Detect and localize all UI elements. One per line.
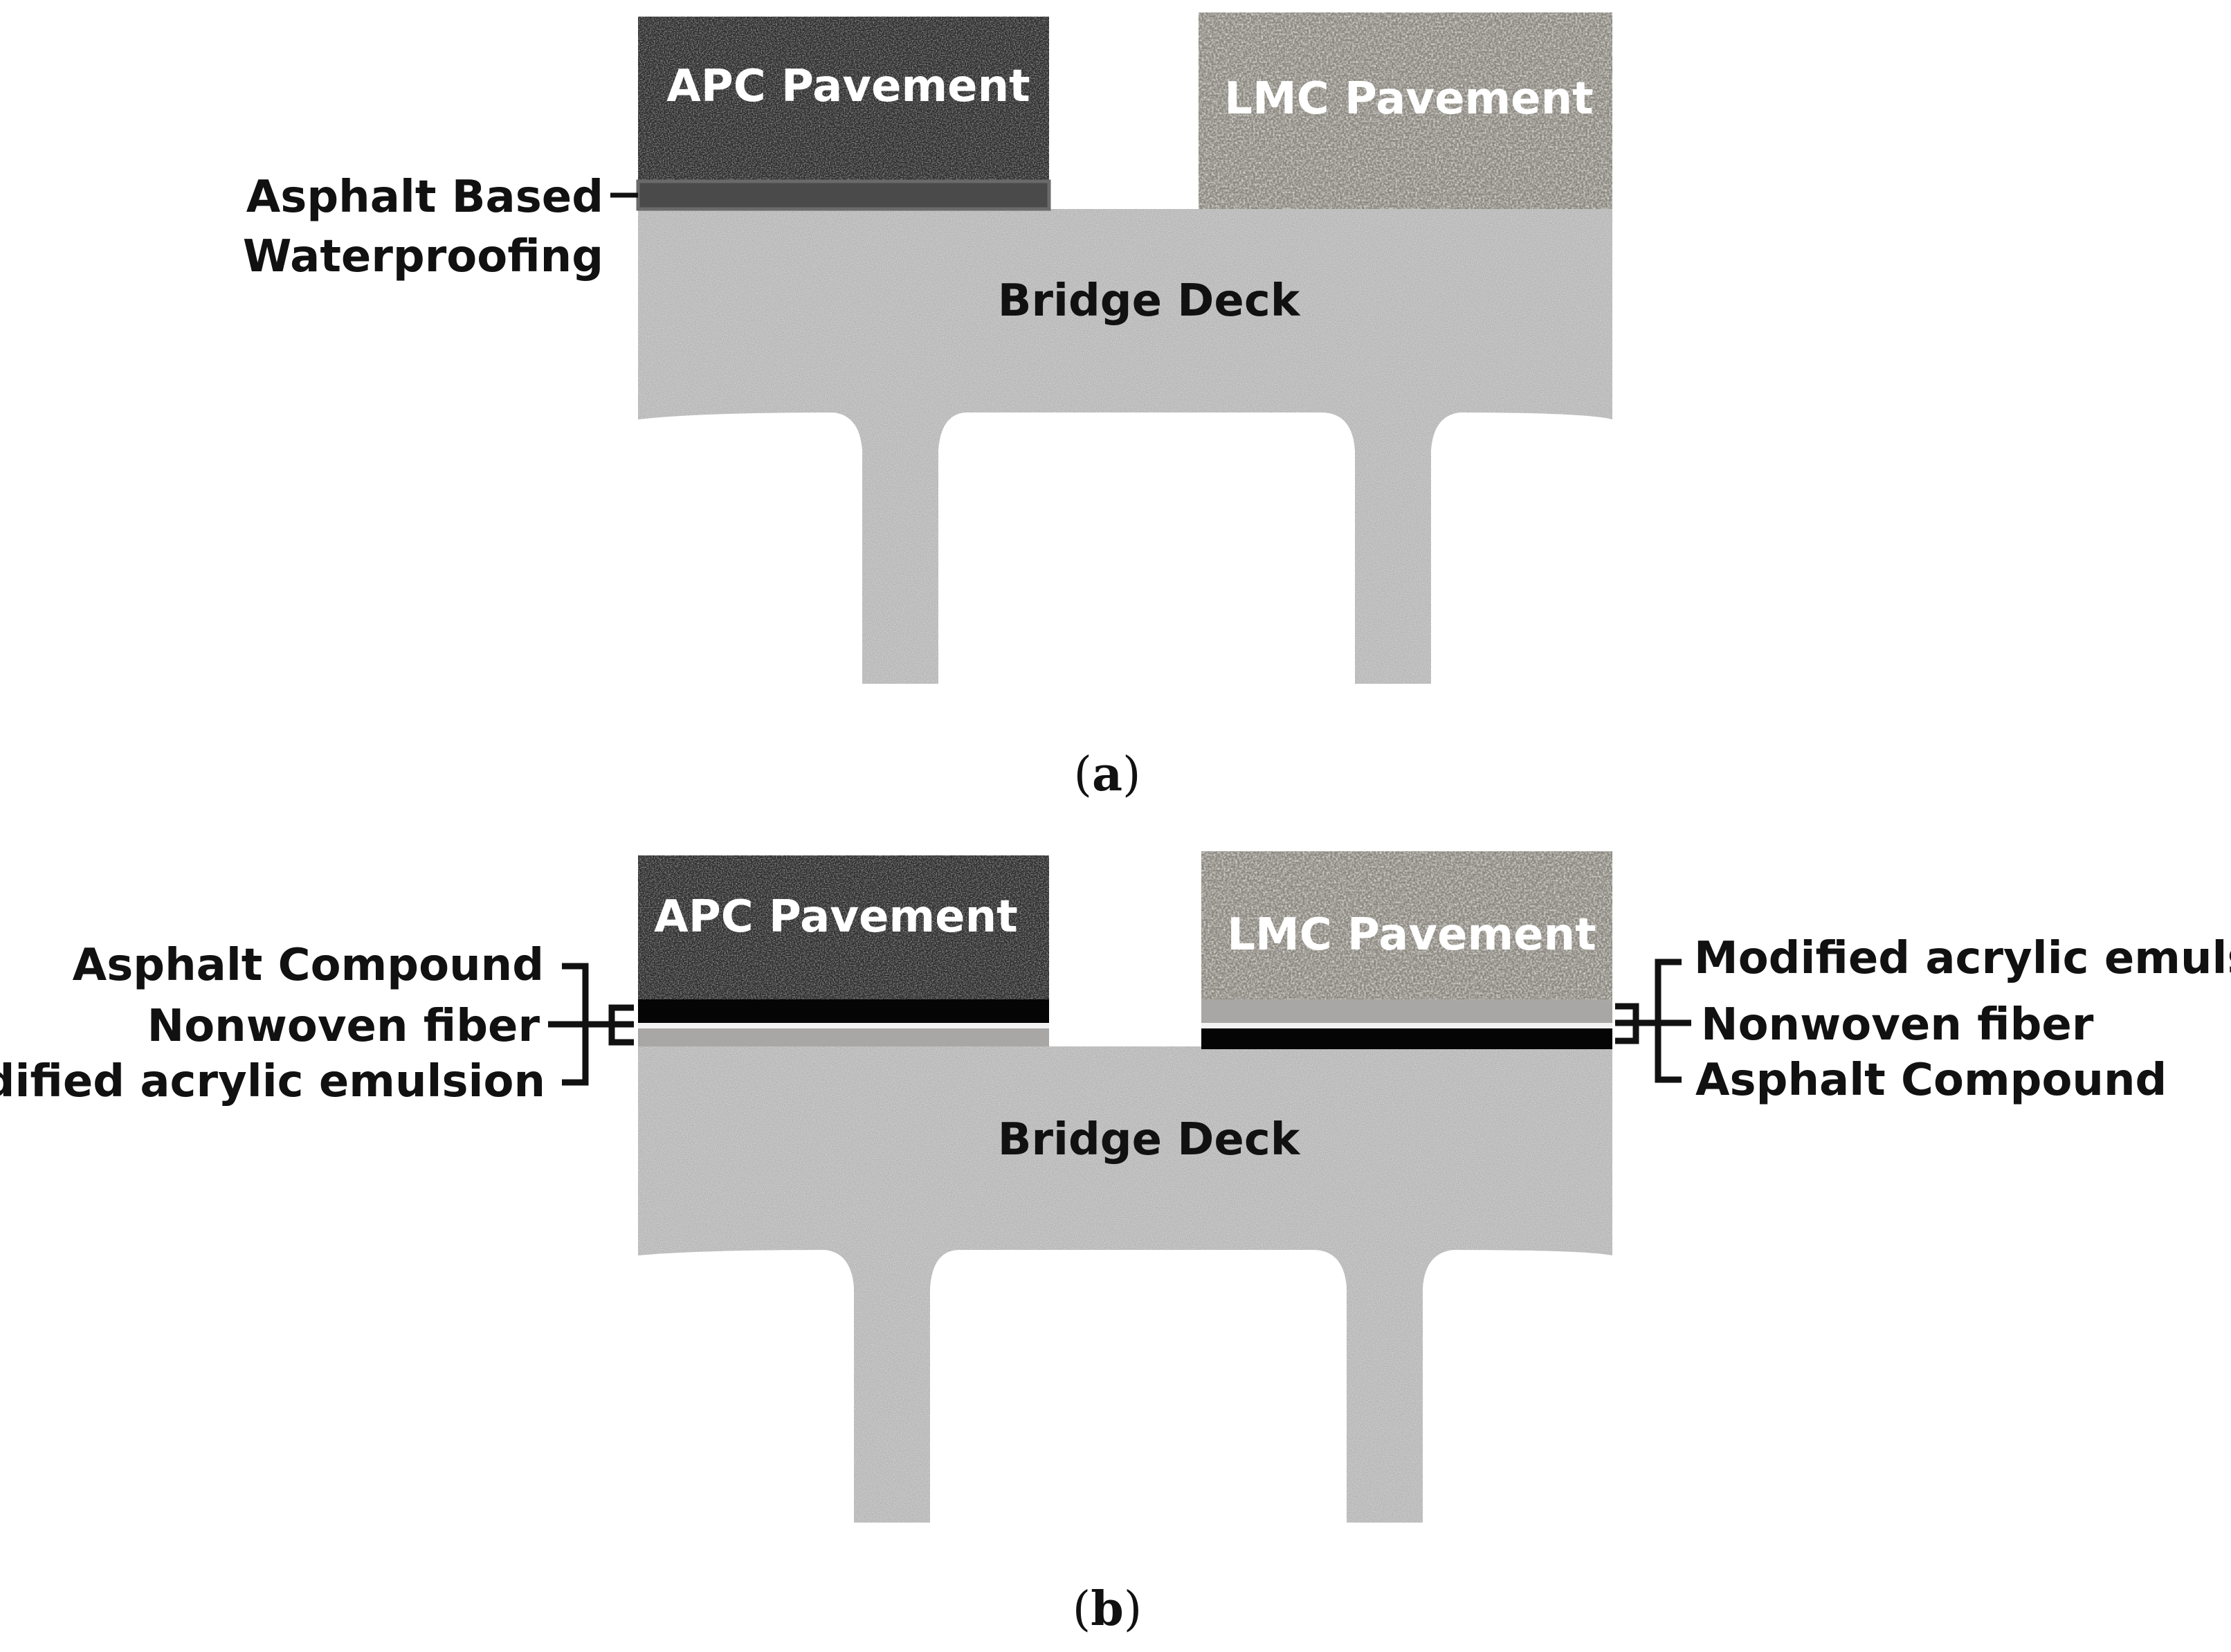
panel-a-apc-pavement bbox=[638, 17, 1049, 183]
panel-b-right-layer-2-label: Nonwoven fiber bbox=[1701, 999, 2094, 1051]
panel-a-waterproofing-label-line2: Waterproofing bbox=[243, 231, 603, 282]
panel-b-apc-label: APC Pavement bbox=[654, 891, 1017, 943]
panel-b-right-asphalt-compound-layer bbox=[1201, 1028, 1612, 1049]
panel-a-apc-label: APC Pavement bbox=[666, 61, 1030, 112]
panel-a-lmc-texture bbox=[1199, 12, 1612, 209]
panel-b: APC Pavement LMC Pavement Bridge Deck As… bbox=[0, 851, 2231, 1637]
panel-b-left-acrylic-emulsion-layer bbox=[638, 1028, 1049, 1046]
panel-a-caption-letter: a bbox=[1092, 747, 1122, 802]
panel-b-caption-letter: b bbox=[1091, 1581, 1124, 1637]
panel-a-bridge-deck bbox=[638, 209, 1612, 684]
panel-b-lmc-pavement bbox=[1201, 851, 1612, 999]
panel-b-apc-texture bbox=[638, 855, 1049, 1001]
panel-a-caption-close: ) bbox=[1122, 747, 1141, 802]
panel-b-right-layer-connector bbox=[1615, 1003, 1658, 1044]
panel-a-deck-texture bbox=[638, 209, 1612, 684]
panel-a-caption-open: ( bbox=[1073, 747, 1092, 802]
panel-b-left-nonwoven-fiber-layer bbox=[638, 1023, 1049, 1028]
panel-a-deck-label: Bridge Deck bbox=[998, 275, 1301, 327]
panel-a: APC Pavement LMC Pavement Bridge Deck As… bbox=[243, 12, 1612, 802]
panel-b-lmc-label: LMC Pavement bbox=[1227, 909, 1596, 961]
panel-a-lmc-pavement bbox=[1199, 12, 1612, 209]
panel-b-apc-pavement bbox=[638, 855, 1049, 1001]
panel-b-right-nonwoven-fiber-layer bbox=[1201, 1023, 1612, 1028]
panel-b-left-layer-1-label: Asphalt Compound bbox=[73, 940, 544, 991]
panel-b-left-asphalt-compound-layer bbox=[638, 999, 1049, 1023]
panel-b-right-layer-3-label: Asphalt Compound bbox=[1695, 1055, 2167, 1106]
panel-a-lmc-label: LMC Pavement bbox=[1224, 73, 1593, 125]
panel-b-left-layer-connector bbox=[585, 1004, 634, 1046]
panel-b-caption: (b) bbox=[1073, 1581, 1142, 1637]
panel-b-deck-texture bbox=[638, 1046, 1612, 1523]
panel-b-right-layer-1-label: Modified acrylic emulsion bbox=[1694, 933, 2231, 984]
panel-b-right-acrylic-emulsion-layer bbox=[1201, 999, 1612, 1023]
panel-b-caption-open: ( bbox=[1073, 1582, 1091, 1637]
panel-a-apc-texture bbox=[638, 17, 1049, 183]
panel-a-caption: (a) bbox=[1073, 747, 1140, 802]
panel-b-deck-label: Bridge Deck bbox=[998, 1114, 1301, 1165]
panel-b-left-bracket bbox=[548, 963, 589, 1086]
panel-a-waterproofing-layer bbox=[636, 179, 1051, 211]
panel-b-bridge-deck bbox=[638, 1046, 1612, 1523]
panel-a-waterproofing-label-line1: Asphalt Based bbox=[246, 172, 603, 223]
panel-b-left-layer-3-label: Modified acrylic emulsion bbox=[0, 1056, 545, 1107]
panel-b-right-bracket bbox=[1655, 959, 1691, 1083]
panel-b-lmc-texture bbox=[1201, 851, 1612, 999]
panel-b-left-layer-2-label: Nonwoven fiber bbox=[147, 1001, 540, 1052]
panel-b-caption-close: ) bbox=[1124, 1582, 1142, 1637]
